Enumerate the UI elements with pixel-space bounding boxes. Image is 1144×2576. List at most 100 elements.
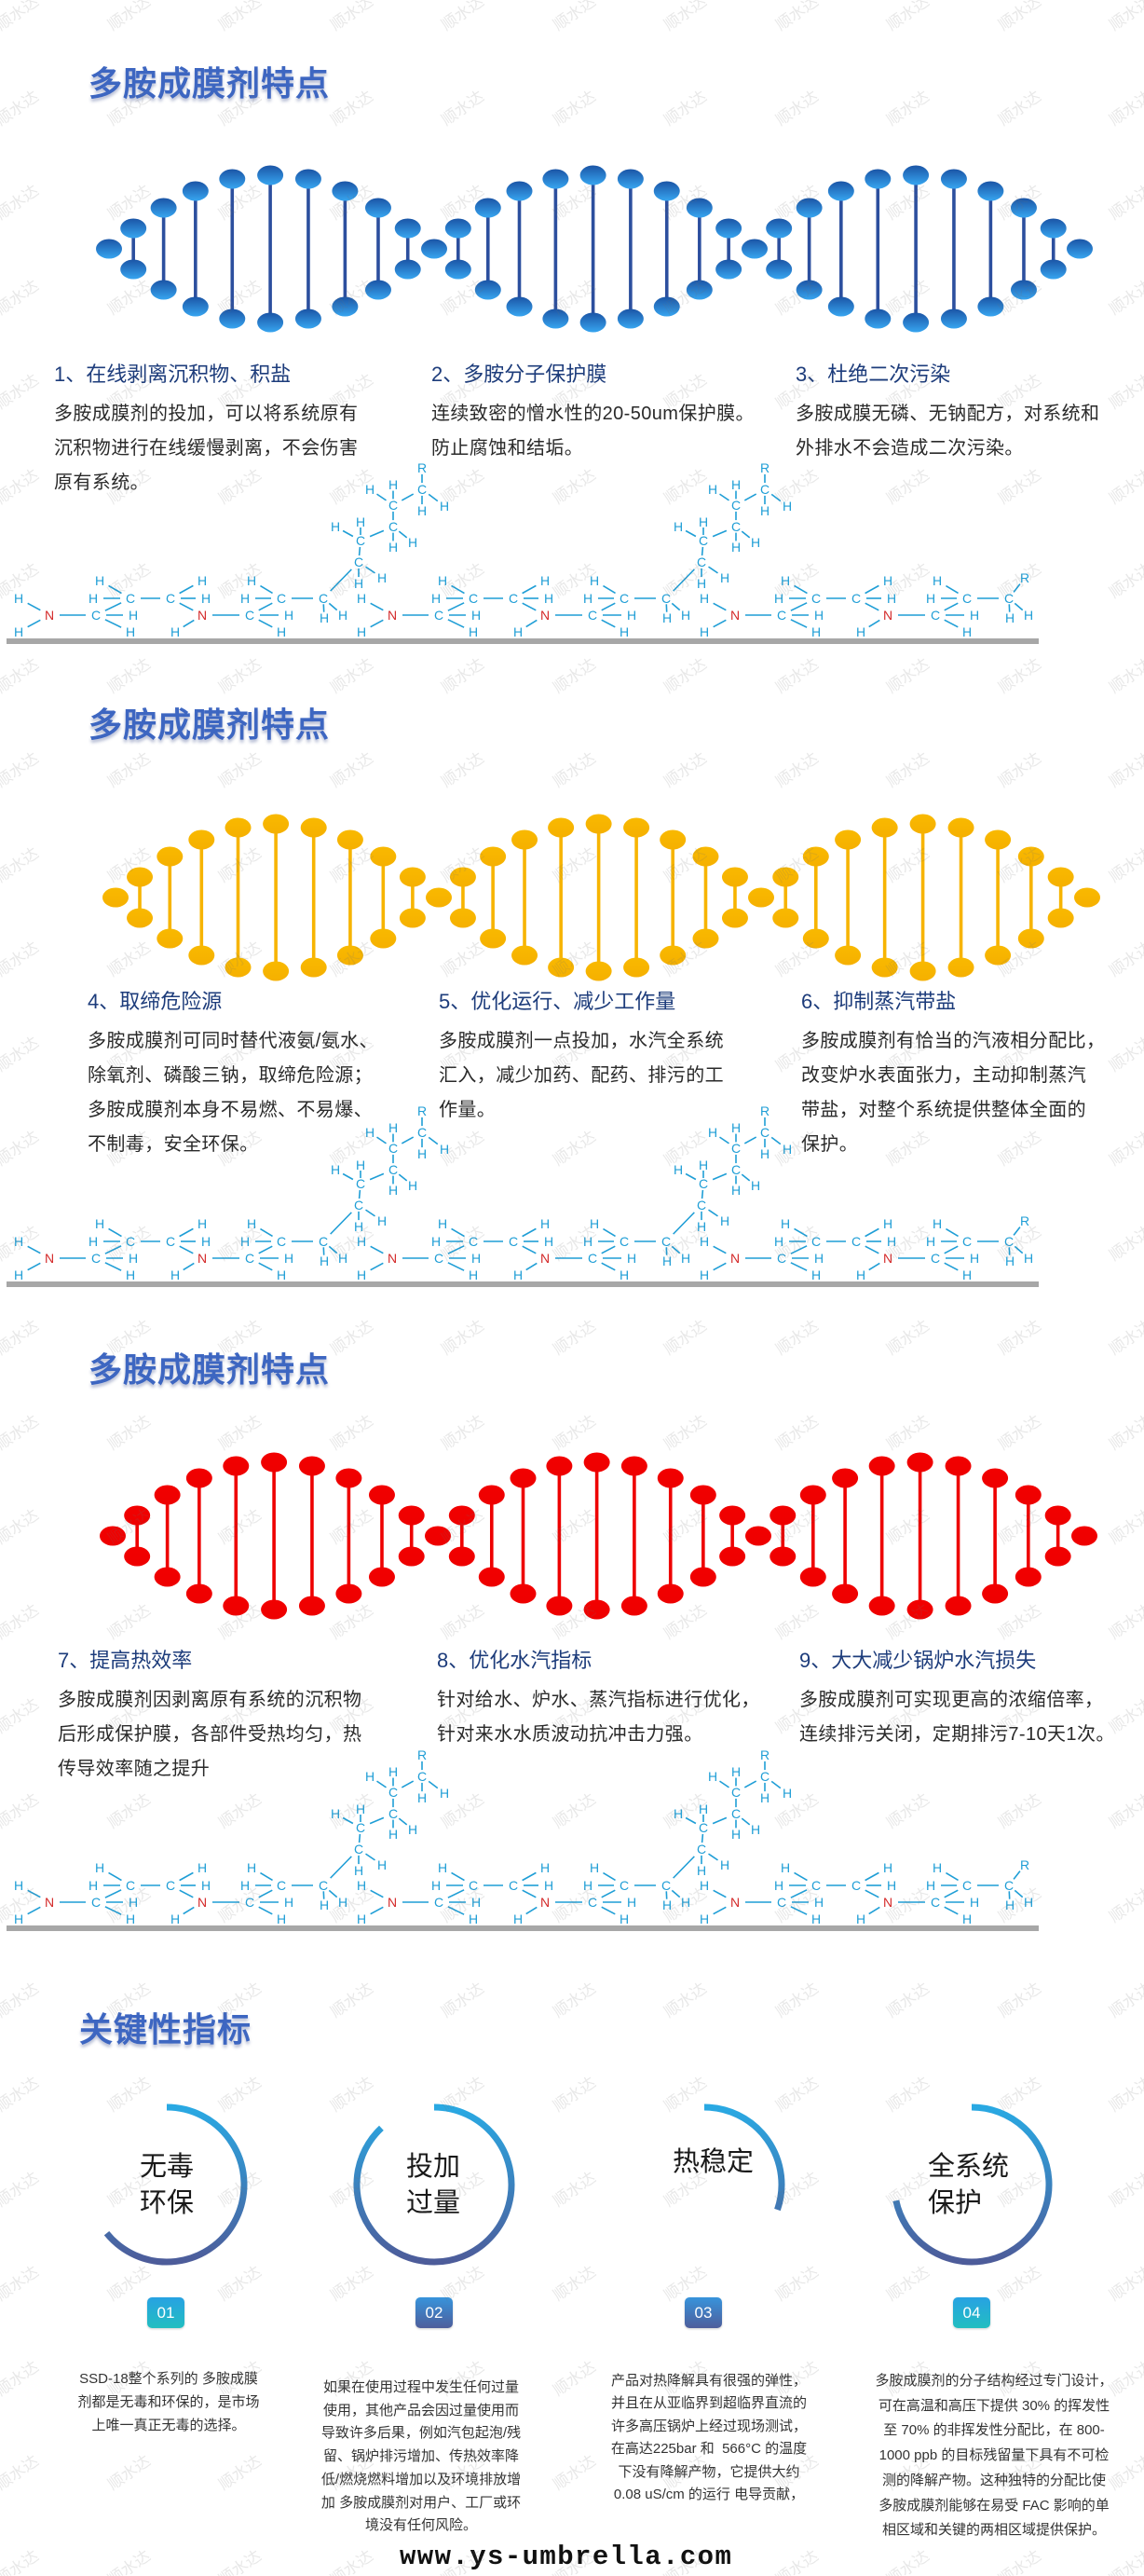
watermark: 顺水达	[438, 748, 487, 791]
dna-dot	[425, 1526, 451, 1546]
dna-dot	[182, 181, 209, 201]
bond-line	[708, 1209, 718, 1217]
text-line: 除氧剂、磷酸三钠，取缔危险源；	[88, 1065, 373, 1086]
bond-line	[794, 1871, 808, 1882]
dna-dot	[399, 908, 426, 928]
atom-label: C	[760, 1125, 769, 1140]
watermark: 顺水达	[1106, 2546, 1144, 2576]
bond-line	[358, 546, 361, 556]
bond-line	[743, 1136, 757, 1144]
atom-label: H	[357, 1267, 366, 1282]
atom-label: H	[388, 1764, 398, 1779]
atom-label: C	[620, 1878, 629, 1893]
watermark: 顺水达	[0, 370, 42, 413]
dna-dot	[510, 1583, 537, 1604]
dna-dot	[157, 846, 184, 867]
dna-dot	[300, 817, 327, 838]
atom-label: H	[540, 1860, 550, 1875]
text-line: 如果在使用过程中发生任何过量	[322, 2379, 519, 2395]
dna-dot	[799, 1567, 826, 1587]
bond-line	[743, 1780, 757, 1788]
bond-line	[790, 602, 808, 611]
atom-label: C	[469, 1878, 478, 1893]
atom-label: H	[760, 1146, 769, 1161]
dna-dot	[719, 1505, 746, 1526]
bond-line	[770, 1780, 782, 1789]
feature-description: 多胺成膜剂因剥离原有系统的沉积物后形成保护膜，各部件受热均匀，热传导效率随之提升	[58, 1683, 361, 1787]
atom-label: H	[277, 624, 286, 639]
atom-label: H	[513, 1267, 523, 1282]
atom-label: H	[1005, 1898, 1015, 1912]
feature-heading: 2、多胺分子保护膜	[431, 363, 607, 386]
atom-label: H	[970, 1895, 979, 1910]
atom-label: H	[320, 1254, 329, 1268]
watermark: 顺水达	[438, 0, 487, 34]
text-line: 防止腐蚀和结垢。	[431, 438, 584, 459]
watermark: 顺水达	[215, 654, 265, 697]
atom-label: H	[95, 1216, 104, 1231]
bond-line	[741, 1817, 751, 1826]
bond-line	[401, 1780, 415, 1788]
bond-line	[712, 1172, 728, 1181]
atom-label: N	[730, 1251, 740, 1266]
dna-dot	[100, 1526, 126, 1546]
text-line: 针对来水水质波动抗冲击力强。	[437, 1724, 703, 1745]
atom-label: C	[509, 591, 518, 606]
atom-label: H	[469, 1267, 478, 1282]
feature-item-6: 6、抑制蒸汽带盐 多胺成膜剂有恰当的汽液相分配比，改变炉水表面张力，主动抑制蒸汽…	[801, 990, 1105, 1162]
feature-item-4: 4、取缔危险源 多胺成膜剂可同时替代液氨/氨水、除氧剂、磷酸三钠，取缔危险源；多…	[88, 990, 378, 1162]
bond-line	[370, 1906, 384, 1915]
watermark: 顺水达	[549, 0, 599, 34]
atom-label: H	[883, 573, 892, 588]
watermark: 顺水达	[549, 2073, 599, 2116]
progress-ring-icon	[353, 2103, 515, 2266]
dna-dot	[721, 908, 748, 928]
text-line: 1000 ppb 的目标残留量下具有不可检	[878, 2447, 1110, 2464]
atom-label: R	[760, 1747, 769, 1762]
dna-dot	[506, 181, 533, 201]
text-line: 沉积物进行在线缓慢剥离，不会伤害	[54, 438, 359, 459]
atom-label: C	[509, 1234, 518, 1249]
dna-dot	[945, 1456, 972, 1476]
atom-label: H	[277, 1911, 286, 1926]
atom-label: C	[777, 608, 786, 623]
text-line: 使用，其他产品会因过量使用而	[322, 2402, 519, 2418]
watermark: 顺水达	[0, 1979, 42, 2021]
text-line: 0.08 uS/cm 的运行 电导贡献，	[613, 2487, 805, 2503]
atom-label: C	[661, 591, 671, 606]
dna-dot	[474, 198, 501, 218]
dna-dot	[583, 1599, 610, 1620]
dna-dot	[335, 1468, 362, 1488]
atom-label: H	[471, 608, 481, 623]
dna-dot	[219, 308, 246, 329]
atom-label: H	[377, 1857, 387, 1872]
atom-label: H	[284, 608, 293, 623]
dna-dot	[982, 1583, 1009, 1604]
bond-line	[794, 1227, 808, 1238]
atom-label: H	[962, 1911, 972, 1926]
atom-label: H	[540, 1216, 550, 1231]
bond-line	[944, 602, 959, 611]
atom-label: H	[583, 1878, 592, 1893]
dna-dot	[124, 1505, 151, 1526]
feature-item-7: 7、提高热效率 多胺成膜剂因剥离原有系统的沉积物后形成保护膜，各部件受热均匀，热…	[58, 1649, 361, 1787]
dna-dot	[1044, 1546, 1071, 1567]
atom-label: N	[883, 608, 892, 623]
bond-line	[451, 1227, 465, 1238]
watermark: 顺水达	[0, 2451, 42, 2494]
text-line: 全系统	[928, 2152, 1010, 2182]
baseline-bar	[7, 1281, 1039, 1287]
dna-dot	[865, 308, 892, 329]
bond-line	[944, 1245, 959, 1254]
atom-label: C	[811, 1234, 821, 1249]
atom-label: H	[356, 1802, 365, 1816]
dna-dot	[766, 218, 793, 239]
atom-label: C	[319, 1234, 328, 1249]
atom-label: H	[1024, 608, 1033, 623]
atom-label: H	[1024, 1251, 1033, 1266]
dna-dot	[157, 928, 184, 949]
dna-dot	[909, 961, 936, 981]
bond-line	[1014, 1245, 1024, 1254]
bond-line	[27, 1262, 41, 1271]
bond-line	[708, 1853, 718, 1861]
